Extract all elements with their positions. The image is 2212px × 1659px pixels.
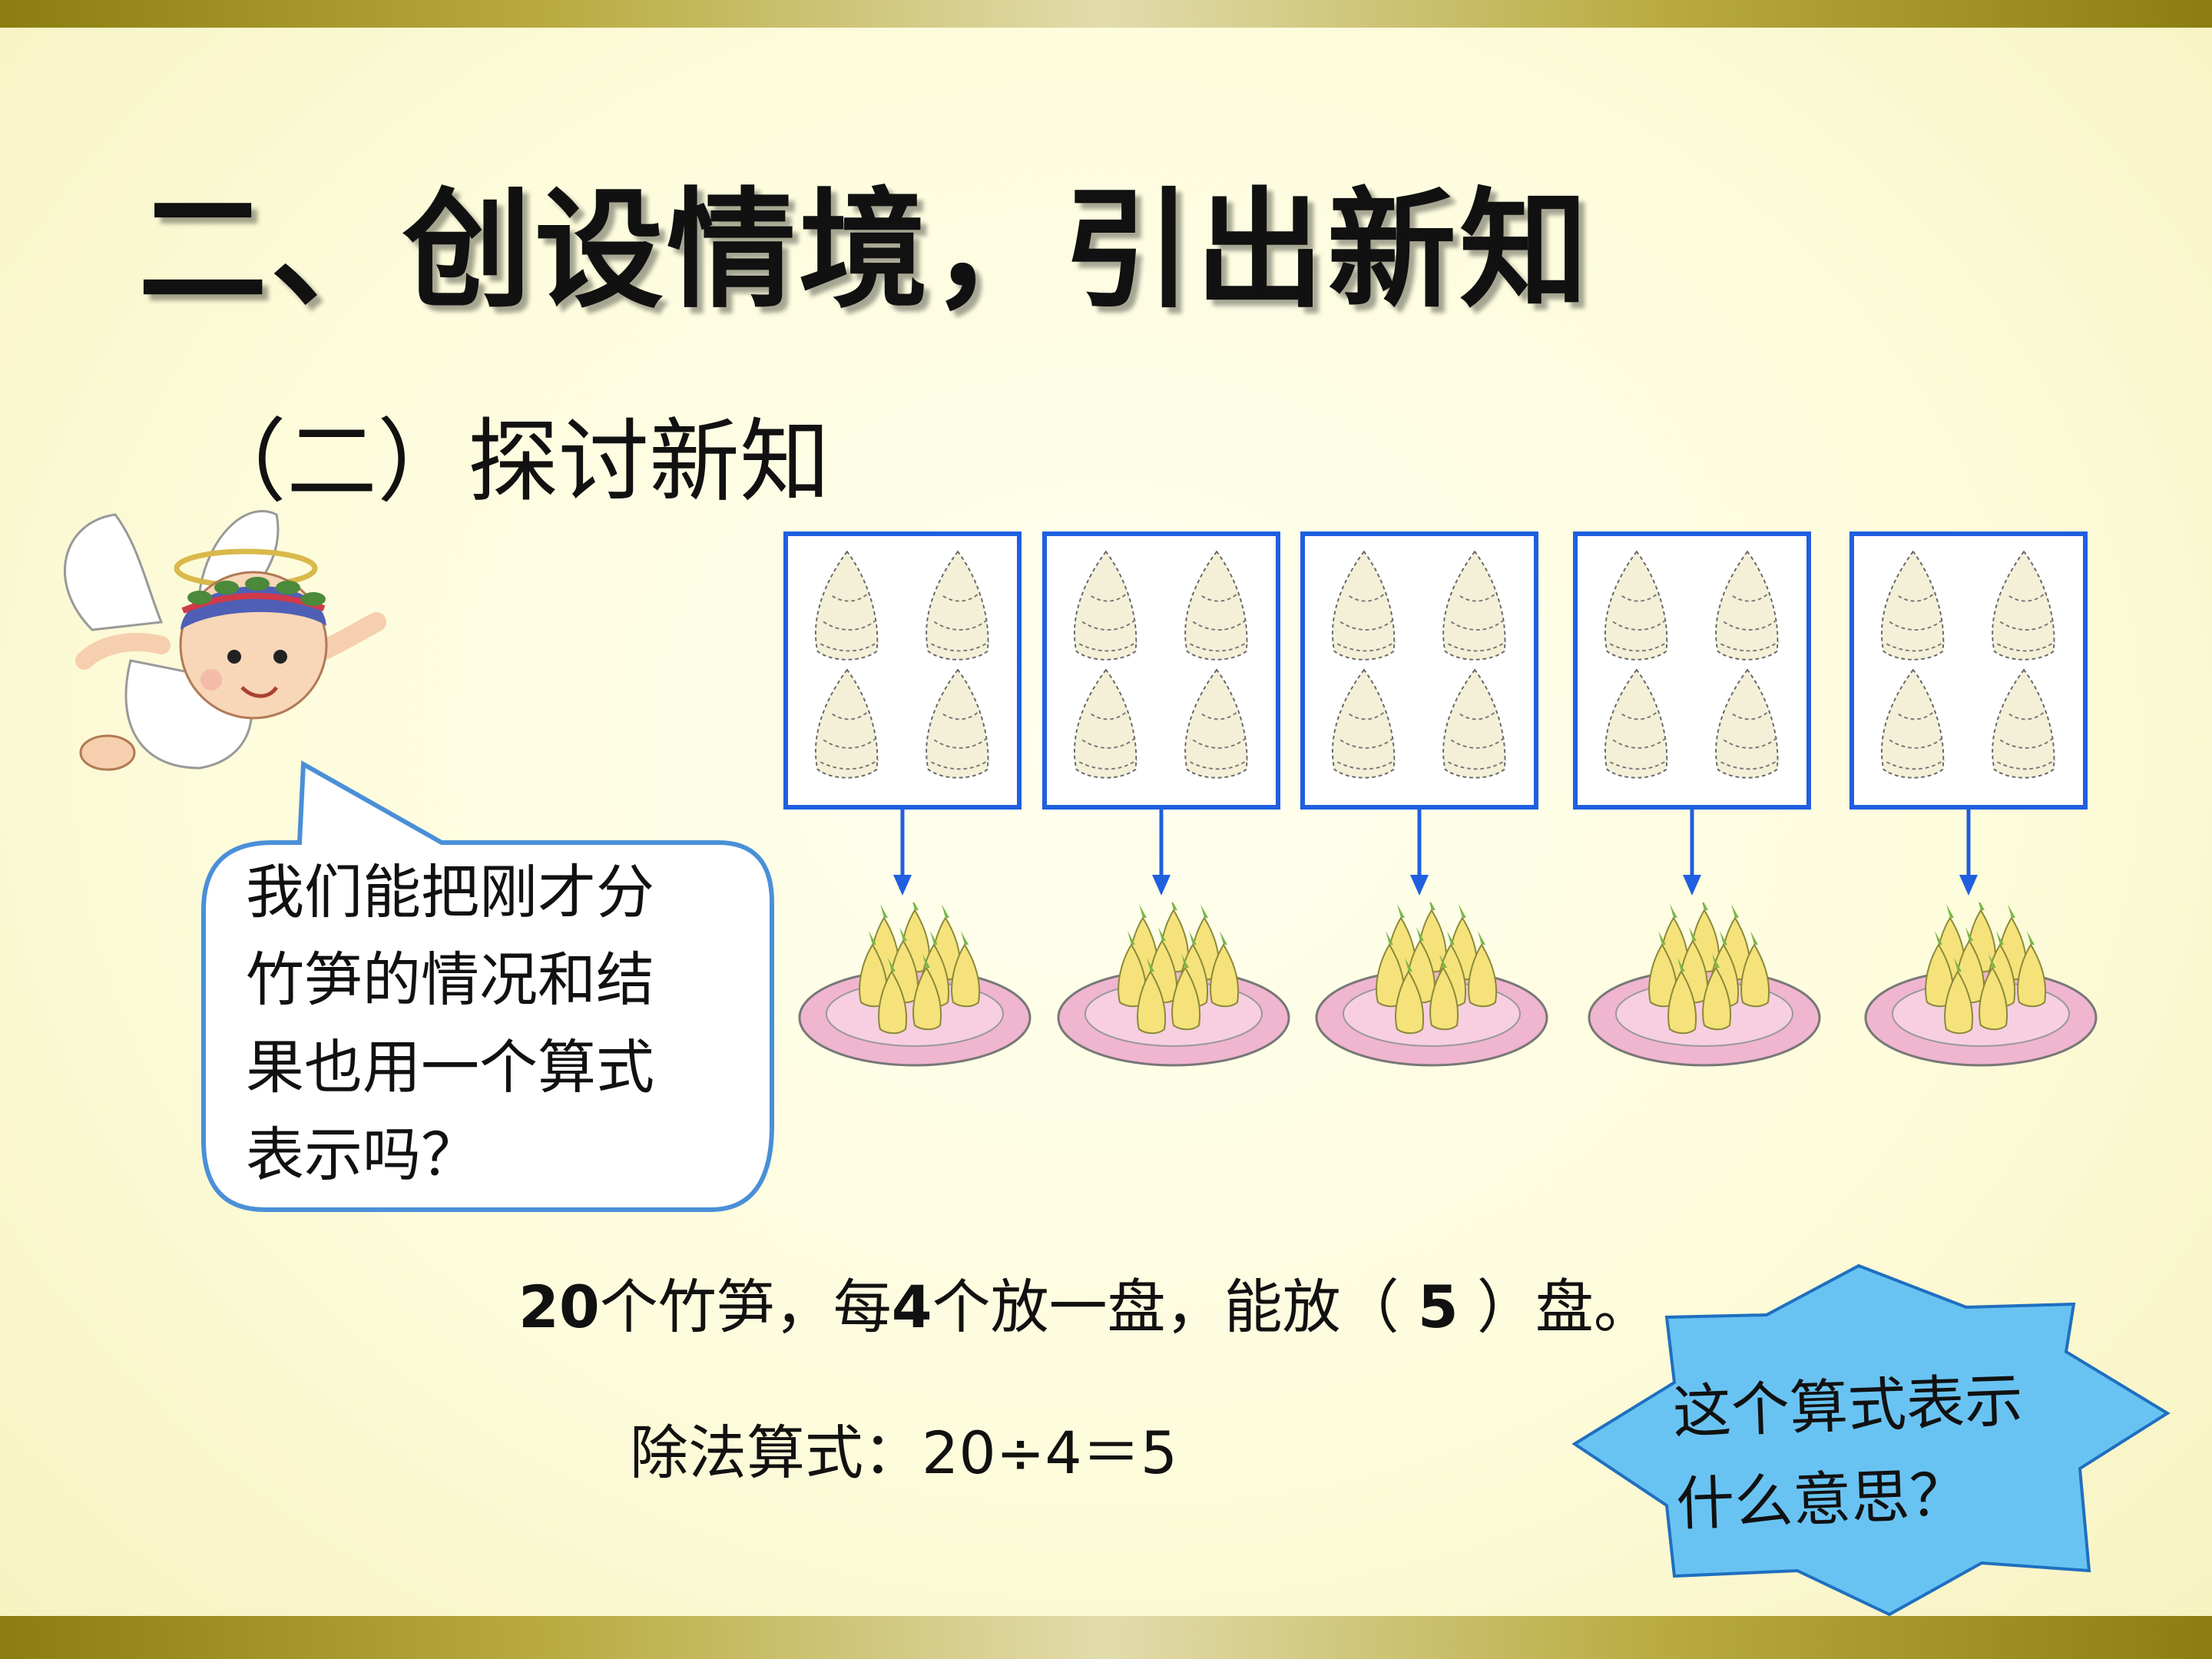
bamboo-shoot-icon [1715,668,1780,779]
bubble-line: 表示吗？ [246,1121,479,1189]
bamboo-shoot-icon [926,550,990,661]
bamboo-shoot-icon [1074,668,1137,779]
plate-of-shoots-icon [1057,902,1290,1067]
bubble-line: 果也用一个算式 [246,1033,654,1101]
star-line: 这个算式表示 [1671,1366,2025,1447]
star-text: 这个算式表示 什么意思？ [1671,1353,2077,1551]
shoot-box [1849,531,2088,810]
arrow-down-icon [893,810,912,896]
bamboo-shoot-icon [1992,550,2056,661]
bamboo-shoot-icon [1184,668,1249,779]
speech-bubble [201,760,774,1212]
problem-sentence: 20个竹笋，每4个放一盘，能放（ 5 ）盘。 [518,1260,1652,1344]
bamboo-shoot-icon [1992,668,2056,779]
bamboo-shoot-icon [1332,550,1396,661]
bamboo-shoot-icon [1715,550,1780,661]
sentence-text: ）盘。 [1458,1273,1652,1341]
top-band [0,0,2212,28]
plate-of-shoots-icon [798,902,1031,1067]
formula-label: 除法算式： [630,1419,922,1487]
sentence-answer: 5 [1417,1273,1459,1341]
plate-of-shoots-icon [1315,902,1548,1067]
bubble-line: 竹笋的情况和结 [246,945,654,1014]
star-callout [1571,1263,2171,1617]
shoot-box [1573,531,1811,810]
plate-of-shoots-icon [1864,902,2098,1067]
arrow-down-icon [1152,810,1171,896]
bamboo-shoot-icon [1332,668,1396,779]
bubble-text: 我们能把刚才分 竹笋的情况和结 果也用一个算式 表示吗？ [246,849,714,1199]
sentence-number: 20 [518,1273,600,1341]
angel-icon [64,510,386,771]
arrow-down-icon [1683,810,1701,896]
bamboo-shoot-icon [1074,550,1137,661]
bamboo-shoot-icon [1881,550,1945,661]
slide-title: 二、创设情境，引出新知 [138,175,1591,326]
bamboo-shoot-icon [1184,550,1249,661]
bamboo-shoot-icon [1604,550,1668,661]
sentence-text: 个竹笋，每 [599,1273,892,1341]
bamboo-shoot-icon [1604,668,1668,779]
bamboo-shoot-icon [1442,550,1507,661]
shoot-box [783,531,1022,810]
bamboo-shoot-icon [926,668,990,779]
shoot-box [1300,531,1538,810]
arrow-down-icon [1410,810,1429,896]
formula-expression: 20÷4＝5 [922,1419,1178,1487]
bamboo-shoot-icon [815,550,879,661]
bamboo-shoot-icon [1442,668,1507,779]
bottom-band [0,1616,2212,1659]
arrow-down-icon [1959,810,1978,896]
sentence-number: 4 [891,1273,932,1341]
star-line: 什么意思？ [1674,1459,1969,1539]
bamboo-shoot-icon [1881,668,1945,779]
division-formula: 除法算式：20÷4＝5 [630,1406,1177,1490]
slide-subtitle: （二）探讨新知 [196,409,831,515]
bubble-line: 我们能把刚才分 [246,858,654,926]
sentence-text: 个放一盘，能放（ [932,1273,1418,1341]
shoot-box [1042,531,1280,810]
bamboo-shoot-icon [815,668,879,779]
plate-of-shoots-icon [1588,902,1821,1067]
